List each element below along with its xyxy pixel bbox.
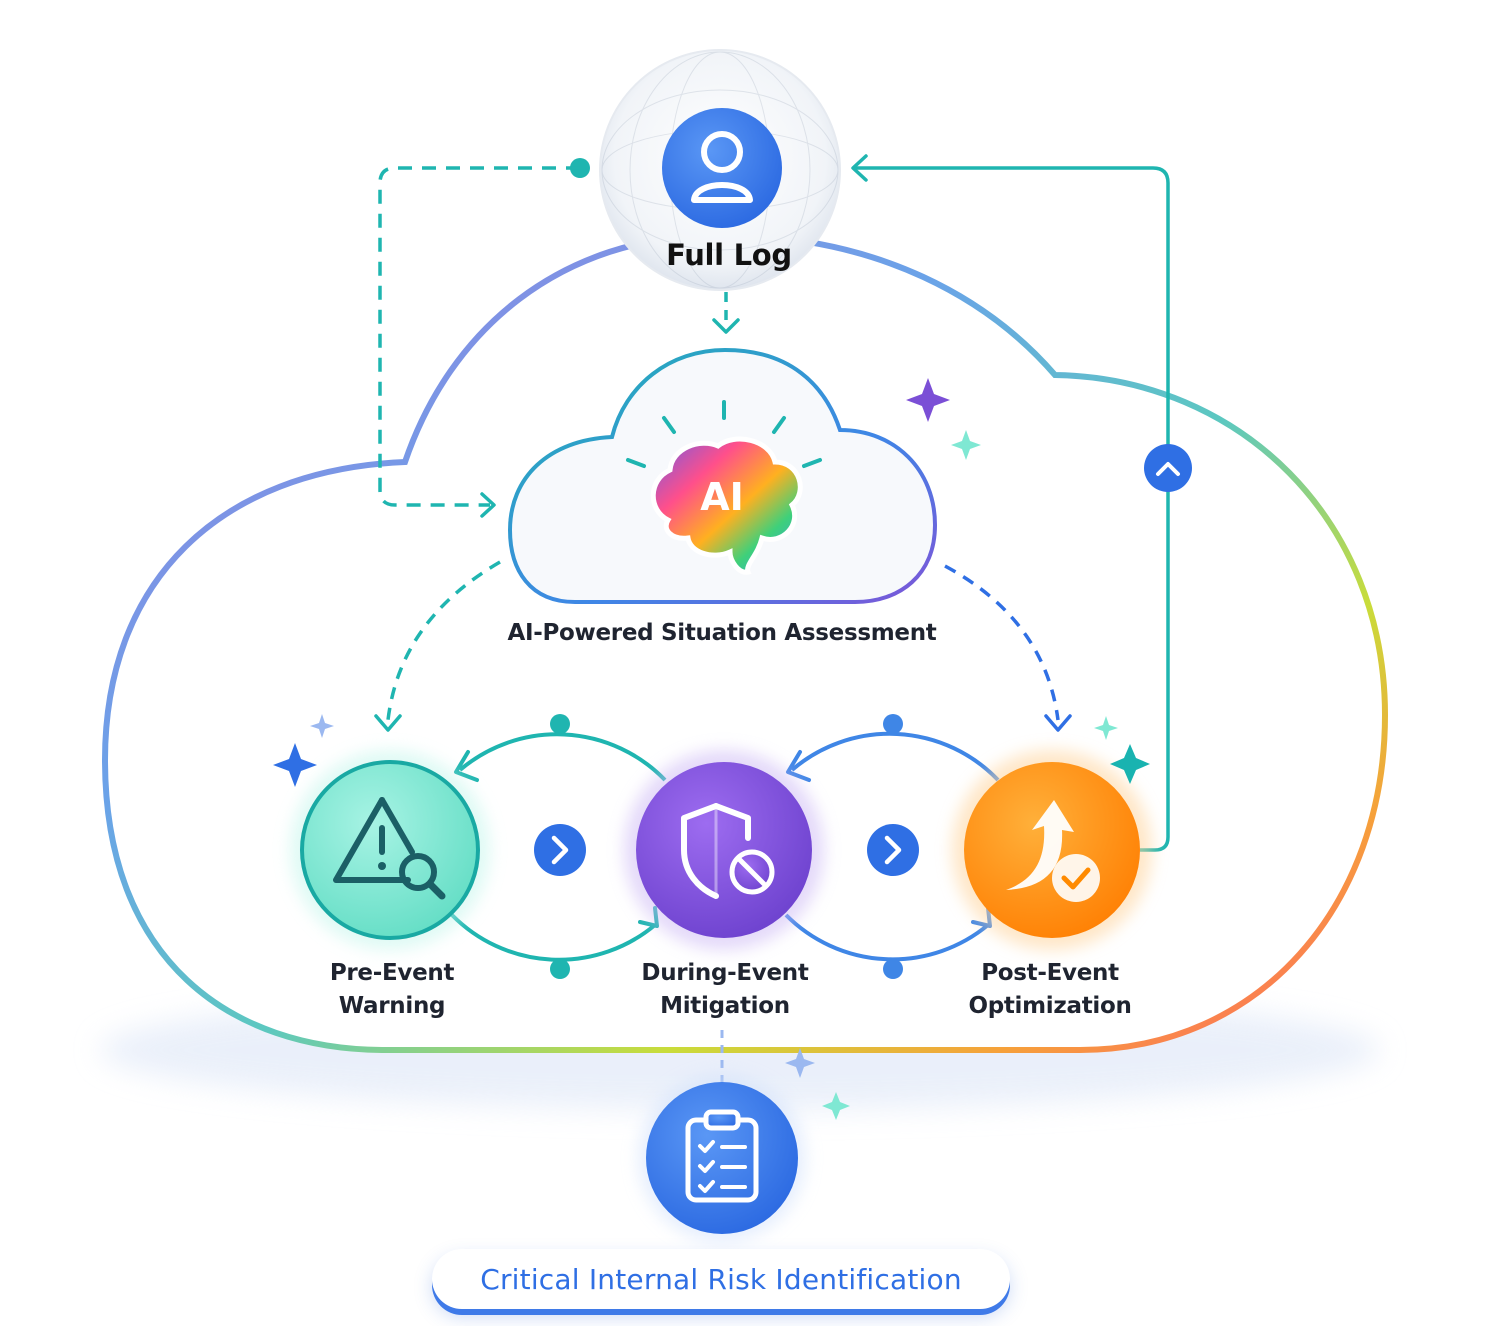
next-chevron-icon (867, 824, 919, 876)
ai-assessment-label: AI-Powered Situation Assessment (507, 620, 937, 646)
sparkle-icon (1110, 744, 1150, 784)
sparkle-icon (785, 1048, 815, 1078)
risk-identification-button[interactable]: Critical Internal Risk Identification (432, 1249, 1010, 1309)
sparkle-icon (273, 743, 317, 787)
warning-search-icon (300, 760, 480, 940)
up-chevron-icon (1144, 444, 1192, 492)
sparkle-icon (906, 378, 950, 422)
post-event-label-line2: Optimization (968, 993, 1132, 1019)
during-event-label: During-Event Mitigation (605, 957, 845, 1023)
post-event-label-line1: Post-Event (981, 960, 1119, 986)
feedback-connector-right (855, 166, 1170, 852)
pre-event-label-line1: Pre-Event (329, 960, 455, 986)
sparkle-icon (1094, 716, 1118, 740)
ai-brain-icon: AI (650, 436, 803, 575)
full-log-label: Full Log (666, 238, 792, 272)
sparkle-icon (951, 430, 981, 460)
during-event-label-line2: Mitigation (660, 993, 790, 1019)
clipboard-checklist-icon (646, 1082, 798, 1234)
next-chevron-icon (534, 824, 586, 876)
pre-event-label: Pre-Event Warning (272, 957, 512, 1023)
pre-event-label-line2: Warning (338, 993, 446, 1019)
ai-badge: AI (700, 475, 744, 519)
post-event-label: Post-Event Optimization (930, 957, 1170, 1023)
during-event-label-line1: During-Event (641, 960, 809, 986)
dashed-connector-left (378, 166, 580, 507)
sparkle-icon (310, 714, 334, 738)
shield-block-icon (636, 762, 812, 938)
sparkle-icon (822, 1092, 850, 1120)
